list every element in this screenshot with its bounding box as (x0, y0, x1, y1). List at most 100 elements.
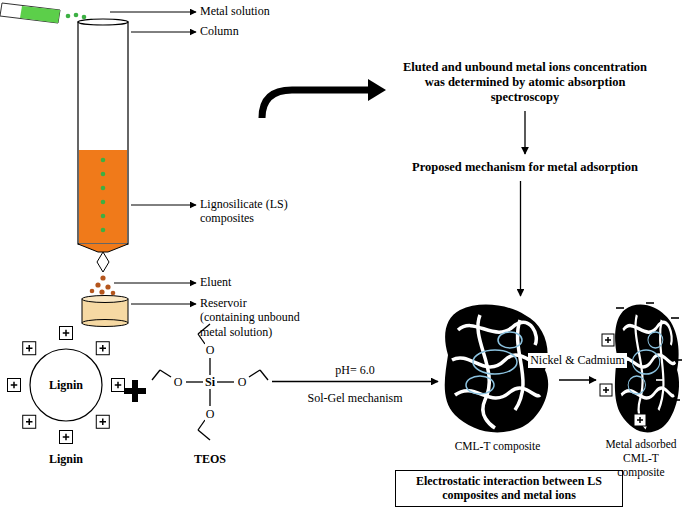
lignin-circle-art-part (65, 330, 67, 337)
adsorbed-blob-art-part-part (632, 350, 659, 374)
leader-arrows-part (131, 304, 196, 305)
node-text: CML-T composite (430, 440, 565, 454)
part-label: Column (200, 24, 330, 38)
teos-molecule-art-part (217, 381, 234, 382)
lignin-circle: LigninLignin (4, 327, 128, 472)
atom-label: O (205, 343, 216, 357)
connector-arrow (559, 379, 596, 380)
adsorbed-blob-art-part (607, 337, 609, 343)
lignin-circle-art (4, 327, 128, 472)
adsorbed-blob-art-part (672, 399, 680, 401)
teos-molecule-art-part (186, 381, 203, 382)
leader-arrows-part (131, 205, 196, 206)
node-text: Metal adsorbed CML-T composite (600, 438, 682, 479)
column-part (97, 252, 109, 272)
plus-sign (124, 380, 146, 402)
adsorbed-blob-art-part (639, 417, 641, 423)
lignin-circle-art-part (8, 379, 21, 392)
teos-molecule-art-part (152, 370, 160, 380)
part-label: Metal solution (200, 4, 330, 18)
teos-molecule-art-part (160, 370, 171, 377)
curved-arrow-part (368, 79, 386, 101)
adsorbed-blob-art-part (671, 317, 679, 319)
node-text: Proposed mechanism for metal adsorption (398, 160, 652, 175)
column (78, 19, 128, 272)
adsorbed-blob-art-part-part (619, 355, 675, 367)
node-caption: Lignin (4, 452, 128, 466)
node-text: Lignin (4, 378, 128, 392)
adsorbed-blob-art-part-part (615, 305, 679, 433)
lignin-circle-art-part (60, 431, 73, 444)
drops-in-column-part (101, 200, 106, 205)
adsorbed-blob-art-part (616, 307, 624, 309)
node-text: Electrostatic interaction between LS com… (399, 474, 619, 503)
lignin-circle-art-part (28, 345, 30, 352)
teos-molecule-art-part (198, 420, 205, 430)
lignin-circle-art-part (28, 419, 30, 426)
reservoir-part (82, 296, 128, 303)
plus-sign-part (132, 380, 138, 402)
column-part (78, 22, 128, 244)
column-part (78, 19, 128, 25)
curved-arrow (262, 79, 386, 118)
lignin-circle-art-part (60, 327, 73, 340)
adsorbed-blob-art-part-part (648, 332, 663, 348)
adsorbed-blob-art-part (646, 302, 654, 304)
lignin-circle-art-part (102, 345, 104, 352)
adsorbed-blob-art-part (600, 384, 612, 396)
lignin-circle-art-part (23, 415, 36, 428)
drops-in-column-part (101, 186, 106, 191)
curved-arrow-part (262, 90, 370, 118)
adsorbed-blob-art-part (602, 334, 614, 346)
composite-blob: CML-T composite (440, 300, 555, 460)
column-part (78, 244, 128, 252)
eluent-drops-part (90, 289, 95, 294)
test-tube-part (0, 3, 60, 23)
test-tube-part (20, 6, 60, 23)
eluent-drops-part (105, 284, 110, 289)
lignin-circle-art-part (13, 382, 15, 389)
composite-blob-art-part (445, 305, 548, 433)
leader-arrows-part (131, 32, 196, 33)
composite-blob-art-part-part (445, 305, 548, 433)
lignin-circle-art-part (96, 342, 109, 355)
lignin-circle-art-part (65, 434, 67, 441)
reservoir-part (82, 320, 128, 327)
node-text: Eluted and unbound metal ions concentrat… (394, 60, 656, 105)
composite-blob-art-part-part (498, 332, 522, 348)
adsorbed-blob-art-part (656, 379, 664, 381)
leader-arrows-part (110, 12, 196, 13)
teos-molecule-art-part (260, 370, 268, 380)
edge-label: Nickel & Cadmium (528, 353, 627, 368)
drops-part (66, 14, 71, 19)
part-label: Reservoir (containing unbound metal solu… (200, 296, 304, 339)
drops-in-column-part (101, 214, 106, 219)
process-label: Sol-Gel mechanism (284, 391, 426, 405)
composite-blob-art-part-part (466, 376, 494, 394)
teos-molecule-art-part (198, 430, 210, 440)
reservoir (82, 296, 128, 327)
leader-arrows (110, 12, 196, 304)
connector-arrow (524, 111, 525, 154)
drops-part (74, 13, 79, 18)
adsorbed-blob-art-part (605, 387, 607, 393)
composite-blob-art (440, 300, 555, 460)
eluent-drops (90, 275, 116, 295)
lignin-circle-art-part (102, 419, 104, 426)
edge-label: pH= 6.0 (333, 363, 376, 378)
adsorbed-blob-art-part (634, 414, 646, 426)
adsorbed-blob-art-part-part (628, 376, 645, 394)
adsorbed-blob: Metal adsorbed CML-T composite (600, 300, 682, 468)
eluent-drops-part (111, 291, 116, 296)
drops-in-column-part (101, 172, 106, 177)
drops-in-column-part (101, 228, 106, 233)
connector-arrow (520, 181, 521, 296)
test-tube (0, 3, 60, 23)
part-label: Eluent (200, 275, 300, 289)
atom-label: Si (204, 375, 216, 389)
drops-in-column (101, 158, 106, 233)
column-part (79, 150, 127, 243)
atom-label: O (205, 407, 216, 421)
lignin-circle-art-part (117, 382, 119, 389)
